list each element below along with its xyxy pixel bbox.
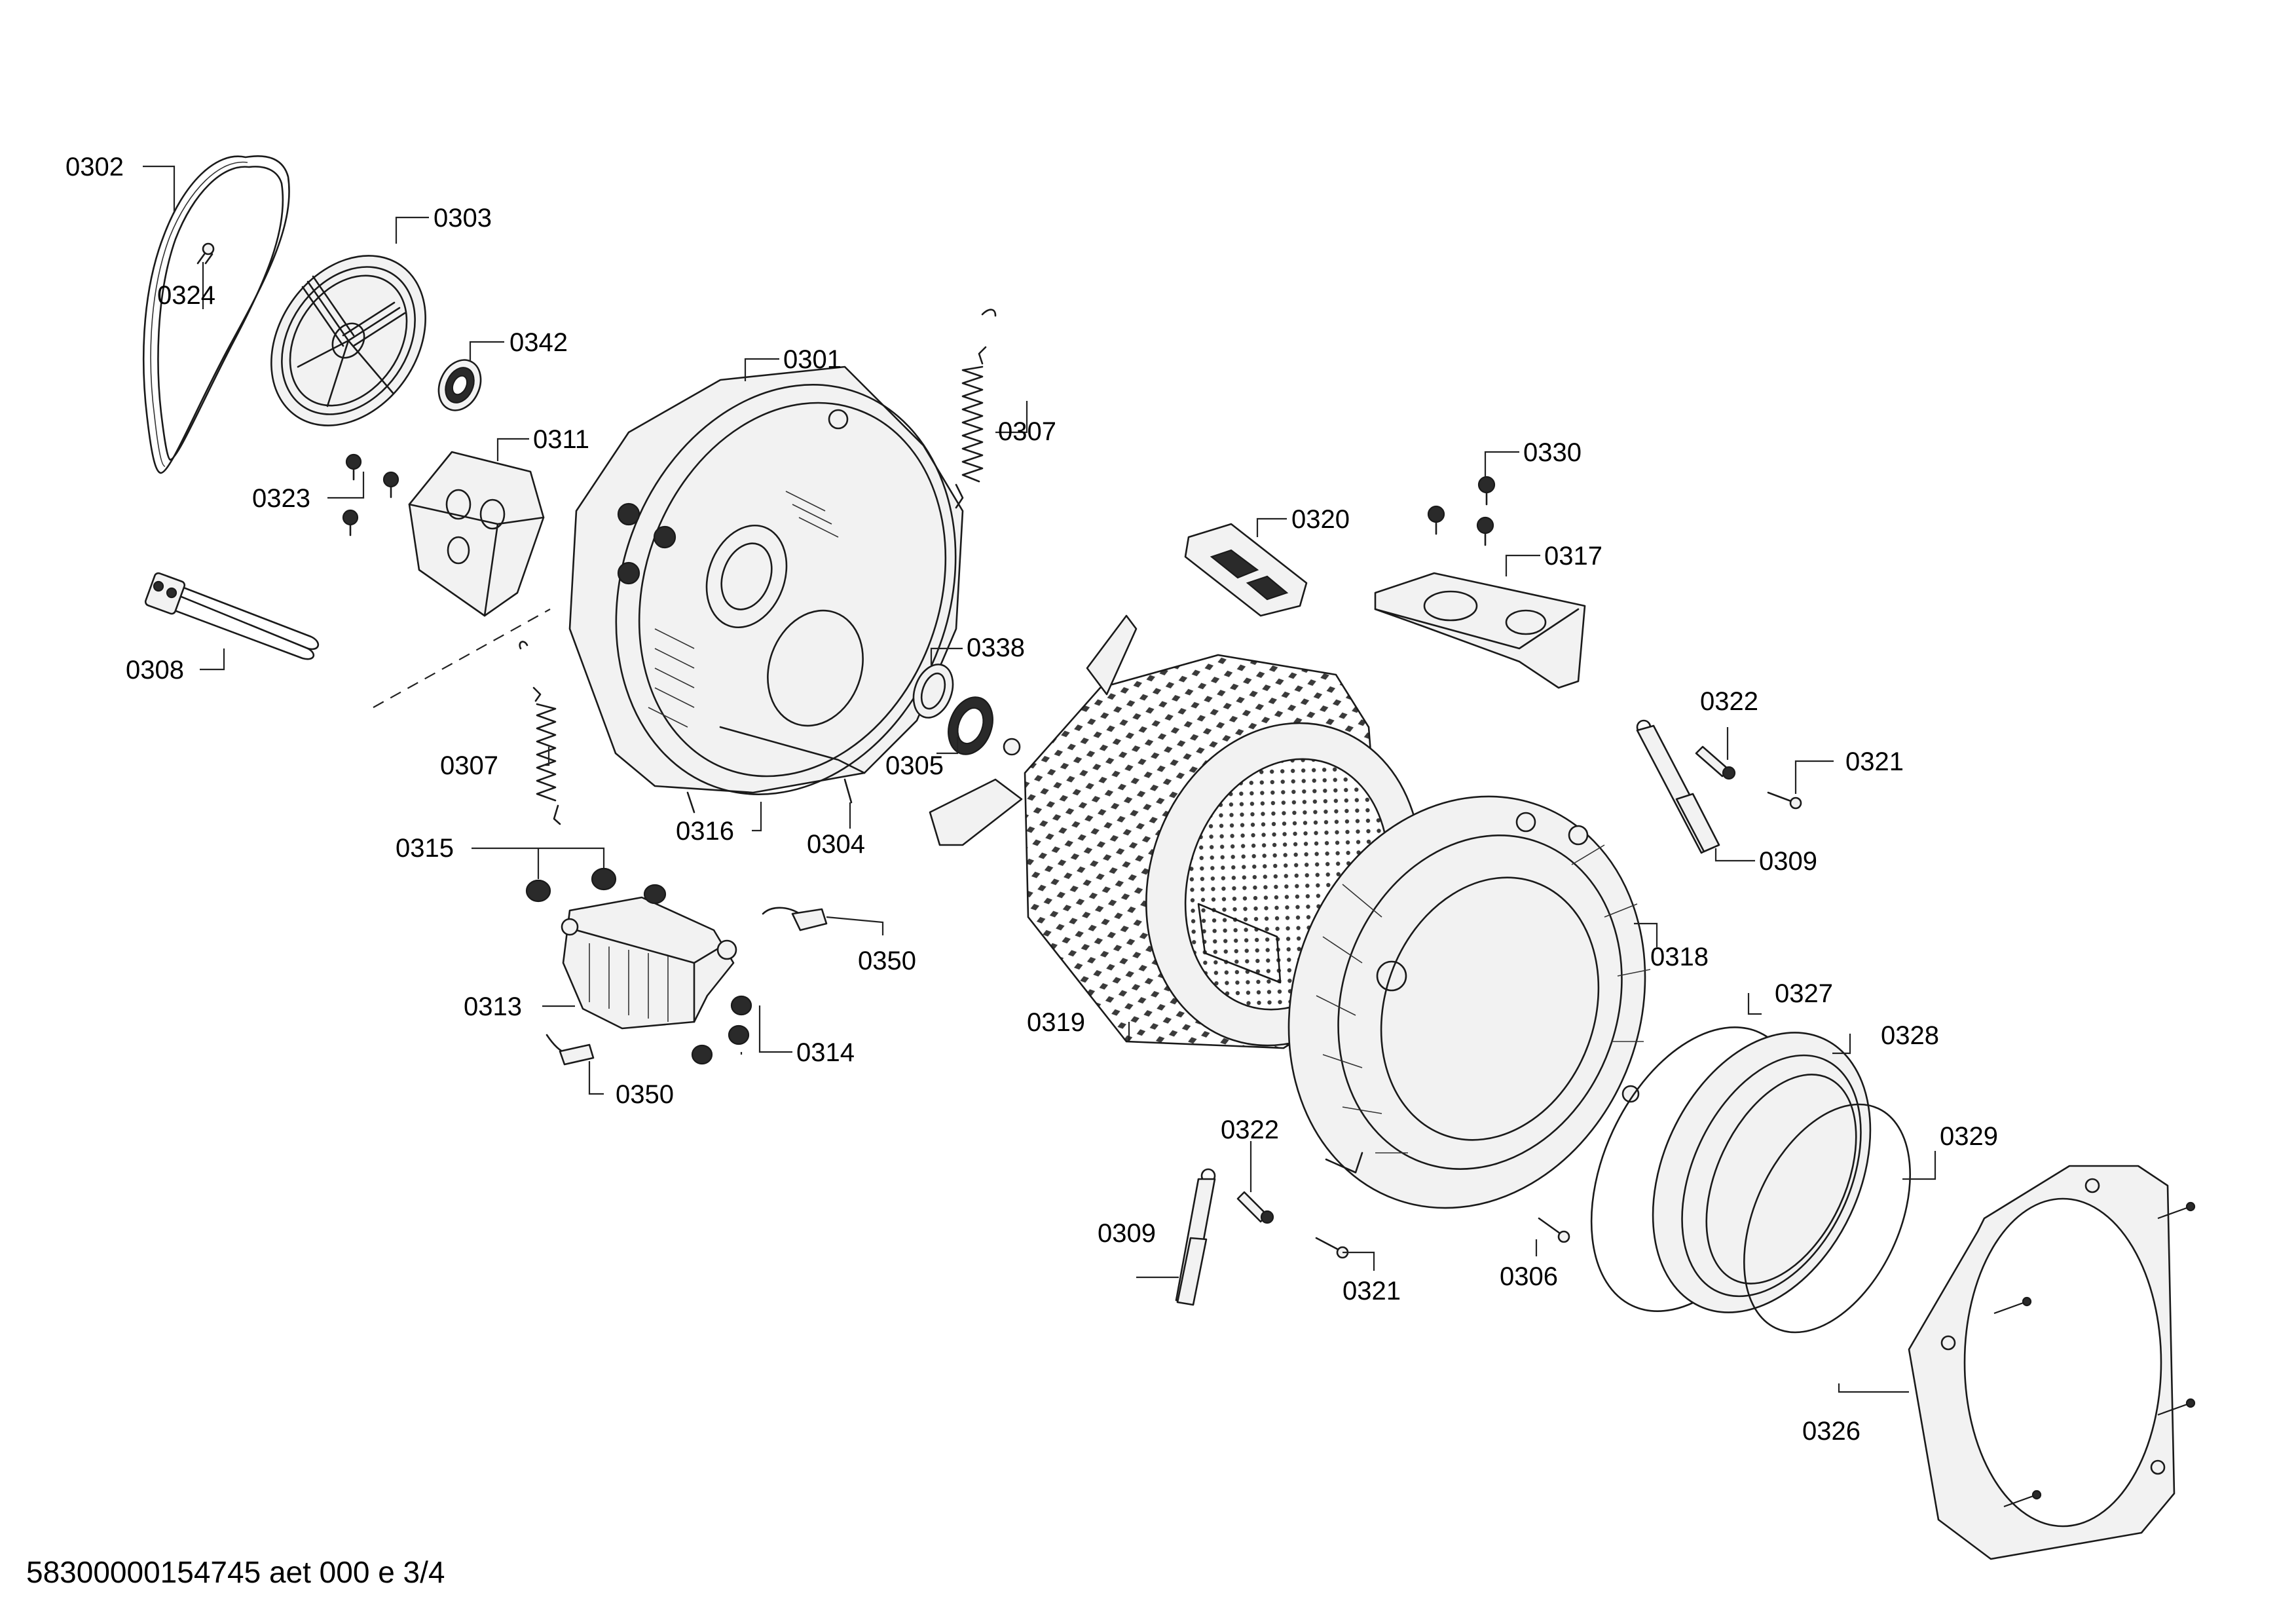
suspension-spring-upper [955,309,997,509]
callout-0350-lower: 0350 [616,1080,674,1109]
dashed-assembly-line [373,609,551,708]
callout-0338: 0338 [967,633,1025,662]
callout-0318: 0318 [1650,943,1709,971]
callout-0342: 0342 [509,328,568,357]
callout-0308: 0308 [126,656,184,685]
counterweight-top-0317 [1374,572,1586,689]
callout-0317: 0317 [1544,542,1602,571]
callout-0307-lower: 0307 [440,751,498,780]
leader-lines [143,165,1936,1393]
top-bracket-0320 [1184,523,1308,617]
pin-0321-upper [1767,791,1802,810]
rear-tub-half [568,366,964,814]
callout-0309-lower: 0309 [1098,1219,1156,1248]
drive-motor [561,896,737,1030]
callout-0330: 0330 [1523,438,1582,467]
screws-0326 [1993,1201,2196,1508]
callout-0327: 0327 [1775,979,1833,1008]
callout-0321-upper: 0321 [1845,747,1904,776]
callout-0326: 0326 [1802,1417,1861,1446]
screw-0324 [196,242,215,265]
motor-mounts-0315 [525,867,667,905]
shock-absorber-upper [1636,719,1720,854]
front-panel-0326 [1908,1165,2196,1560]
callout-0303: 0303 [434,204,492,233]
seal-0338 [912,664,954,719]
callout-0314: 0314 [796,1038,855,1067]
screws-0323 [342,453,399,536]
cable-clip-0350-lower [546,1034,595,1066]
callout-0311: 0311 [533,425,589,454]
callout-0304: 0304 [807,830,865,859]
screws-0330 [1427,476,1496,546]
clamp-ring-0329 [1743,1103,1911,1334]
callout-0322-lower: 0322 [1221,1116,1279,1144]
pin-0321-lower [1315,1237,1349,1259]
cover-block-0311 [408,451,545,617]
heating-element [144,572,319,660]
callout-0301: 0301 [783,345,842,374]
front-tub-half [1287,795,1651,1209]
cable-clip-0350-upper [762,907,828,931]
callout-0302: 0302 [65,153,124,181]
callout-0328: 0328 [1881,1021,1939,1050]
callout-0315: 0315 [396,834,454,863]
callout-0324: 0324 [157,281,215,310]
seal-0305 [948,696,993,755]
suspension-spring-lower [519,641,561,825]
bolt-0322-upper [1695,745,1736,780]
shaft-seal-0342 [437,359,482,411]
document-footer-id: 58300000154745 aet 000 e 3/4 [26,1555,445,1589]
callout-0313: 0313 [464,992,522,1021]
callout-0305: 0305 [885,751,944,780]
callout-0329: 0329 [1940,1122,1998,1151]
callout-0322-upper: 0322 [1700,687,1758,716]
drive-belt [142,155,290,474]
callout-0309-upper: 0309 [1759,847,1817,876]
shock-absorber-lower [1175,1168,1216,1306]
callout-0319: 0319 [1027,1008,1085,1037]
callout-0350-upper: 0350 [858,947,916,975]
pin-0306 [1538,1217,1570,1243]
callout-labels: 0302 0303 0324 0342 0301 0307 0311 0323 … [65,153,1998,1446]
door-gasket-0328 [1652,1032,1872,1313]
callout-0323: 0323 [252,484,310,513]
callout-0316: 0316 [676,817,734,846]
mounts-0314 [691,995,752,1065]
callout-0321-lower: 0321 [1342,1277,1401,1305]
callout-0306: 0306 [1500,1262,1558,1291]
bolt-0322-lower [1236,1191,1274,1224]
pulley [270,255,426,426]
callout-0320: 0320 [1291,505,1350,534]
callout-0307-upper: 0307 [998,417,1056,446]
